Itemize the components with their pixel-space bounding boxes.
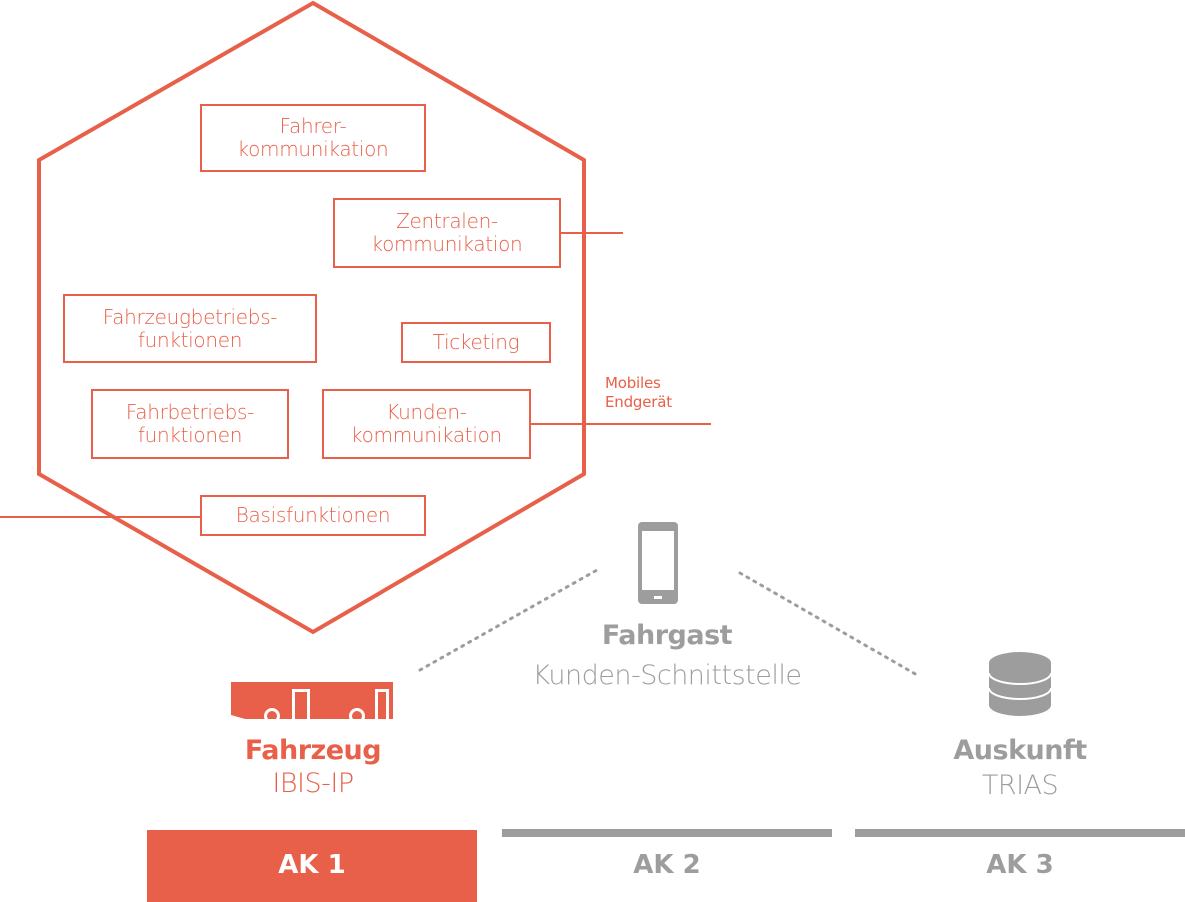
passenger-subtitle: Kunden-Schnittstelle	[532, 660, 802, 691]
module-kundenkommunikation: Kunden- kommunikation	[322, 389, 531, 459]
mobile-label-line: Mobiles	[605, 374, 661, 392]
smartphone-icon	[638, 522, 678, 604]
module-fahrzeugbetriebsfunktionen: Fahrzeugbetriebs- funktionen	[63, 294, 317, 363]
module-line: Fahrzeugbetriebs-	[102, 304, 278, 329]
module-line: kommunikation	[371, 232, 523, 256]
module-line: funktionen	[137, 423, 243, 447]
info-title: Auskunft	[953, 735, 1087, 766]
vehicle-subtitle: IBIS-IP	[272, 768, 354, 799]
mobile-device-label: Mobiles Endgerät	[605, 374, 672, 412]
module-zentralenkommunikation: Zentralen- kommunikation	[333, 198, 561, 268]
tab-ak3-bar	[855, 829, 1185, 837]
dotted-link-passenger-info	[738, 571, 919, 677]
module-basisfunktionen: Basisfunktionen	[200, 495, 426, 536]
tab-ak3[interactable]: AK 3	[986, 850, 1054, 880]
dotted-link-vehicle-passenger	[418, 568, 599, 672]
module-line: Fahrbetriebs-	[125, 400, 255, 424]
module-line: Kunden-	[386, 400, 467, 424]
module-line: Ticketing	[432, 330, 520, 354]
mobile-label-line: Endgerät	[605, 393, 672, 411]
module-fahrerkommunikation: Fahrer- kommunikation	[200, 104, 426, 172]
module-line: Fahrer-	[279, 114, 347, 138]
tab-ak2[interactable]: AK 2	[633, 850, 701, 880]
module-line: funktionen	[137, 327, 243, 352]
module-line: kommunikation	[351, 423, 502, 447]
info-subtitle: TRIAS	[981, 770, 1059, 801]
tab-ak2-bar	[502, 829, 832, 837]
module-line: Zentralen-	[396, 209, 498, 233]
module-line: kommunikation	[237, 137, 389, 161]
vehicle-title: Fahrzeug	[244, 735, 382, 766]
module-fahrbetriebsfunktionen: Fahrbetriebs- funktionen	[91, 389, 289, 459]
hexagon-outline	[37, 0, 586, 635]
module-line: Basisfunktionen	[235, 503, 391, 527]
passenger-title: Fahrgast	[601, 620, 733, 651]
tab-ak1[interactable]: AK 1	[147, 830, 477, 902]
bus-icon	[225, 682, 400, 727]
module-ticketing: Ticketing	[401, 322, 551, 363]
database-icon	[988, 652, 1052, 716]
